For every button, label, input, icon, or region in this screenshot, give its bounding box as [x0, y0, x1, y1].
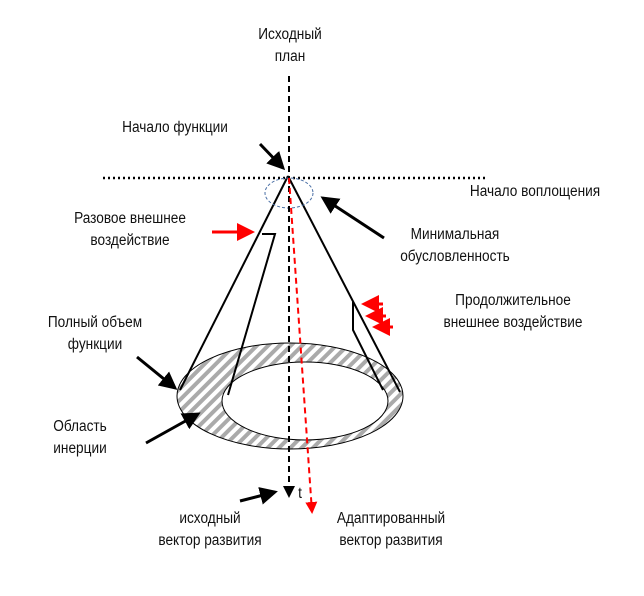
- adapted-vector-axis: [288, 177, 318, 514]
- one-time-impact-label: Разовое внешнее воздействие: [60, 208, 201, 252]
- long-term-impact-label: Продолжительное внешнее воздействие: [429, 290, 596, 334]
- t-axis-label: t: [298, 485, 302, 502]
- label-line: Область: [53, 418, 107, 435]
- label-line: Минимальная: [410, 226, 500, 243]
- initial-vector-label: исходный вектор развития: [140, 508, 281, 552]
- label-line: вектор развития: [158, 532, 262, 549]
- minimal-conditioning-label: Минимальная обусловленность: [393, 224, 516, 268]
- label-line: Полный объем: [47, 314, 143, 331]
- label-line: Адаптированный: [336, 510, 446, 527]
- adapted-vector-label: Адаптированный вектор развития: [325, 508, 457, 552]
- black-arrows: [136, 142, 385, 505]
- label-line: функции: [67, 336, 123, 353]
- label-line: внешнее воздействие: [443, 314, 583, 331]
- label-line: план: [274, 48, 306, 65]
- embodiment-start-label: Начало воплощения: [469, 183, 601, 200]
- label-line: вектор развития: [339, 532, 443, 549]
- function-start-label: Начало функции: [122, 119, 228, 136]
- label-line: воздействие: [90, 232, 170, 249]
- label-line: исходный: [179, 510, 241, 527]
- label-line: инерции: [53, 440, 107, 457]
- label-line: Исходный: [258, 26, 322, 43]
- red-arrows: [212, 223, 393, 336]
- full-volume-label: Полный объем функции: [33, 312, 156, 356]
- initial-plan-label: Исходный план: [246, 24, 334, 68]
- inertia-area-label: Область инерции: [36, 416, 124, 460]
- function-cone: [179, 175, 401, 396]
- label-line: Продолжительное: [455, 292, 571, 309]
- label-line: Разовое внешнее: [74, 210, 186, 227]
- label-line: обусловленность: [400, 248, 510, 265]
